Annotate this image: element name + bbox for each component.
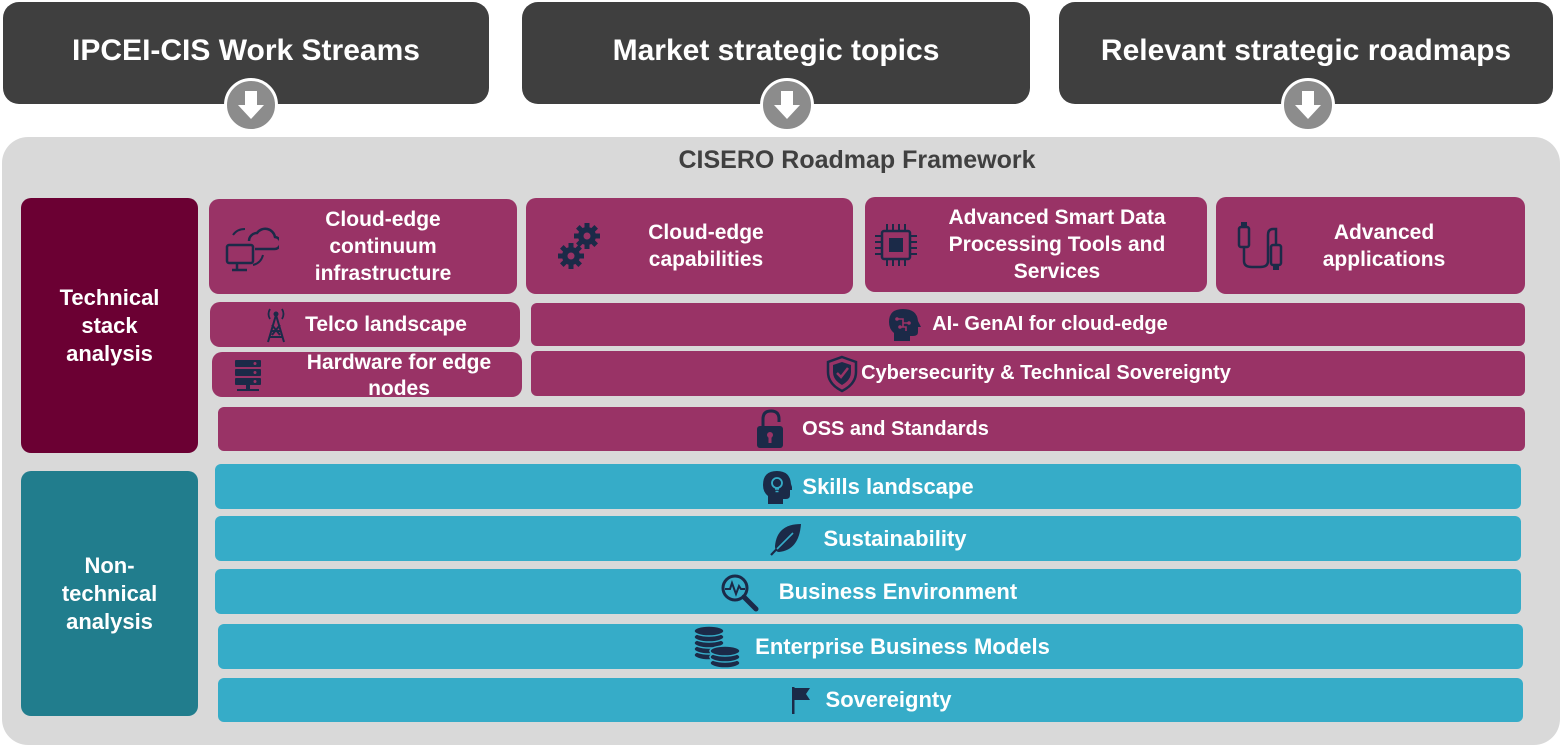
- leaf-icon: [769, 522, 803, 556]
- bar-ai-genai: AI- GenAI for cloud-edge: [531, 303, 1525, 346]
- tile-hardware-edge-nodes: Hardware for edge nodes: [212, 351, 522, 400]
- bar-label: Sustainability: [823, 525, 967, 551]
- tile-cloud-edge-capabilities: Cloud-edge capabilities: [526, 198, 853, 294]
- bar-label: Cybersecurity & Technical Sovereignty: [861, 362, 1231, 384]
- arrow-down-icon: [760, 78, 814, 132]
- tile-label: Hardware for edge nodes: [306, 350, 492, 400]
- tile-telco-landscape: Telco landscape: [210, 302, 520, 347]
- arrow-down-icon: [224, 78, 278, 132]
- arrow-down-icon: [1281, 78, 1335, 132]
- bar-sovereignty: Sovereignty: [218, 678, 1523, 722]
- ai-head-icon: [888, 307, 922, 343]
- magnifier-pulse-icon: [719, 572, 759, 612]
- usb-plug-icon: [1216, 221, 1304, 271]
- bar-sustainability: Sustainability: [215, 516, 1521, 561]
- header-label: Relevant strategic roadmaps: [1100, 34, 1512, 67]
- header-label: IPCEI-CIS Work Streams: [72, 34, 420, 67]
- cloud-monitor-icon: [209, 221, 293, 273]
- bar-cybersecurity-sovereignty: Cybersecurity & Technical Sovereignty: [531, 351, 1525, 396]
- tile-advanced-smart-data: Advanced Smart Data Processing Tools and…: [865, 197, 1207, 292]
- non-technical-analysis-label: Non-technical analysis: [21, 471, 198, 716]
- flag-icon: [790, 685, 812, 715]
- tile-advanced-applications: Advanced applications: [1216, 197, 1525, 294]
- tile-label: Telco landscape: [305, 313, 467, 336]
- bar-business-environment: Business Environment: [215, 569, 1521, 614]
- coins-icon: [691, 624, 743, 669]
- shield-icon: [825, 355, 859, 393]
- bar-label: OSS and Standards: [802, 417, 989, 440]
- framework-title: CISERO Roadmap Framework: [678, 146, 1036, 174]
- server-icon: [212, 358, 284, 392]
- technical-stack-analysis-label: Technical stack analysis: [21, 198, 198, 453]
- bar-skills-landscape: Skills landscape: [215, 464, 1521, 509]
- bar-oss-standards: OSS and Standards: [218, 407, 1525, 451]
- bar-label: Enterprise Business Models: [755, 633, 1050, 659]
- bar-label: Business Environment: [778, 578, 1018, 604]
- tile-label: Cloud-edge continuum infrastructure: [314, 208, 452, 285]
- bar-enterprise-business-models: Enterprise Business Models: [218, 624, 1523, 669]
- gears-icon: [526, 220, 636, 272]
- tile-label: Advanced applications: [1322, 220, 1446, 271]
- bar-label: Skills landscape: [802, 473, 974, 499]
- lightbulb-head-icon: [762, 469, 793, 505]
- bar-label: Sovereignty: [825, 687, 952, 712]
- tile-label: Advanced Smart Data Processing Tools and…: [948, 206, 1166, 283]
- bar-label: AI- GenAI for cloud-edge: [932, 313, 1168, 335]
- header-label: Market strategic topics: [612, 34, 940, 67]
- tile-cloud-edge-infrastructure: Cloud-edge continuum infrastructure: [209, 199, 517, 294]
- tile-label: Cloud-edge capabilities: [648, 221, 764, 271]
- chip-icon: [865, 222, 927, 268]
- tower-icon: [263, 307, 289, 343]
- open-lock-icon: [754, 408, 786, 450]
